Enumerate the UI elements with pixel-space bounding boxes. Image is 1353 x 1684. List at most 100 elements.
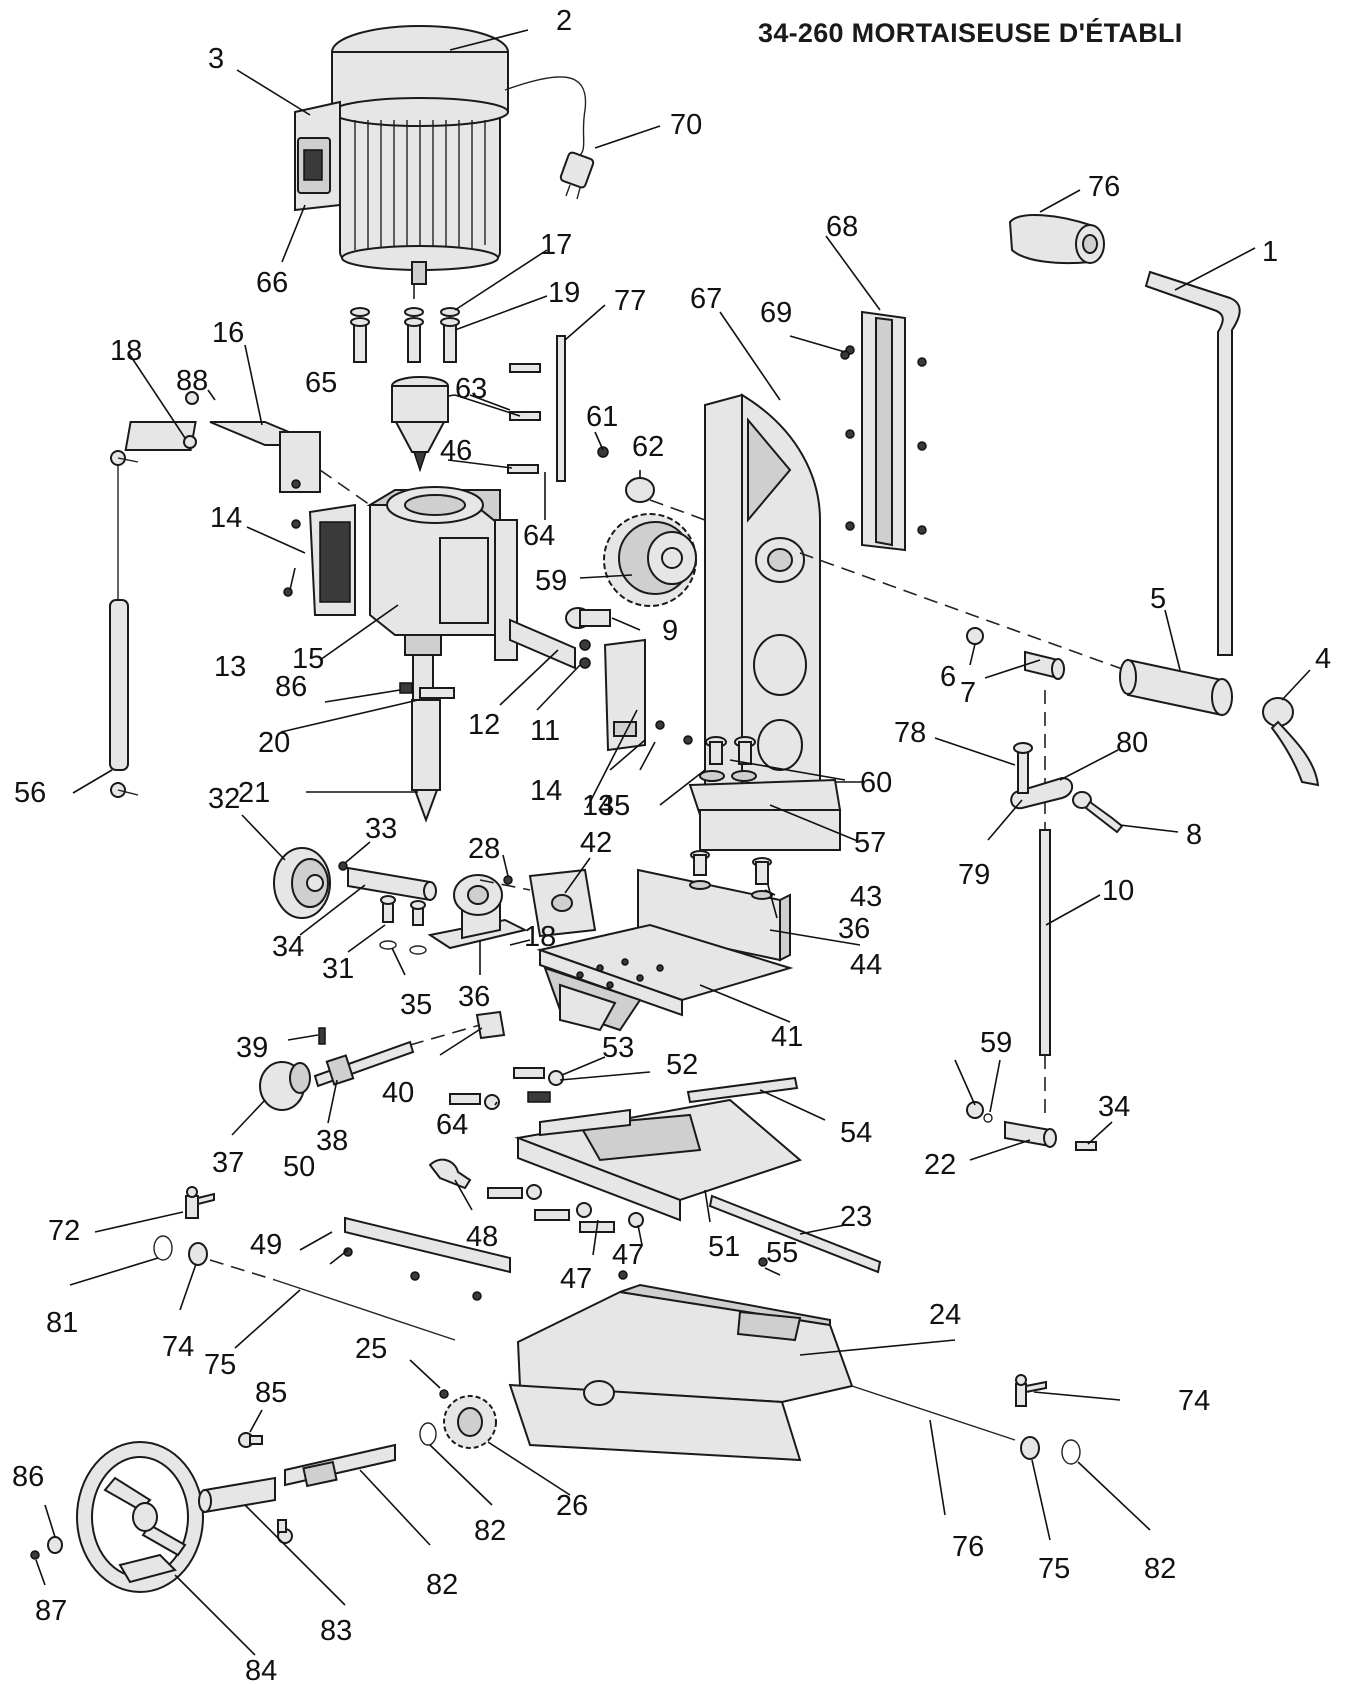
- callout-25: 24: [929, 1299, 961, 1331]
- callout-14a: 14: [210, 502, 242, 534]
- callout-76a: 75: [204, 1349, 236, 1381]
- cover-plate-left: [308, 503, 356, 616]
- callout-86a: 85: [255, 1377, 287, 1409]
- callout-49: 48: [466, 1221, 498, 1253]
- screw-shaft-39: [313, 1040, 415, 1088]
- callout-63: 62: [632, 431, 664, 463]
- gear-28: [443, 1395, 497, 1449]
- pin-7: [1024, 650, 1065, 680]
- lever-knob-77: [1008, 213, 1105, 265]
- callout-83: 82: [426, 1569, 458, 1601]
- callout-67: 66: [256, 267, 288, 299]
- stop-block-81: [1010, 742, 1074, 810]
- callout-15: 15: [292, 643, 324, 675]
- callout-50: 49: [250, 1229, 282, 1261]
- pins-54-53: [449, 1067, 564, 1110]
- screw-89: [185, 391, 199, 405]
- table-42: [536, 923, 794, 1032]
- gas-spring: [109, 450, 139, 798]
- hub-84: [198, 1476, 276, 1514]
- callout-59a: 57: [854, 827, 886, 859]
- callout-68: 67: [690, 283, 722, 315]
- callout-21: 21: [238, 777, 270, 809]
- callout-28: 26: [556, 1490, 588, 1522]
- shaft-76-right: [851, 1385, 1016, 1441]
- callout-45: 44: [850, 949, 882, 981]
- callout-13a: 13: [214, 651, 246, 683]
- callout-51: 50: [283, 1151, 315, 1183]
- callout-13b: 13: [582, 790, 614, 822]
- diagram-title: 34-260 MORTAISEUSE D'ÉTABLI: [758, 18, 1183, 48]
- callout-18a: 18: [110, 335, 142, 367]
- callout-4: 4: [1315, 643, 1331, 675]
- callout-74a: 72: [48, 1215, 80, 1247]
- handle-lever-1: [1144, 270, 1241, 656]
- callout-48: 47: [612, 1239, 644, 1271]
- callout-34a: 33: [365, 813, 397, 845]
- limit-bracket: [509, 618, 591, 670]
- handwheel-85: [76, 1441, 204, 1593]
- callout-9: 9: [662, 615, 678, 647]
- handle-4: [1262, 697, 1320, 787]
- callout-60: 59: [535, 565, 567, 597]
- rod-10: [1039, 829, 1051, 1056]
- column-bolts: [655, 720, 757, 782]
- screws-86: [238, 1432, 293, 1544]
- callout-labels: 1 2 3 4 5 6 7 8 9 10 11 12 13 13 14 14 1…: [12, 5, 1331, 1684]
- ring-82-right: [1061, 1439, 1081, 1465]
- strip-51: [343, 1216, 511, 1301]
- callout-34b: 34: [1098, 1091, 1130, 1123]
- callout-66: 65: [305, 367, 337, 399]
- callout-59b: 59: [980, 1027, 1012, 1059]
- column-68: [688, 393, 842, 851]
- motor: [331, 25, 509, 285]
- callout-32: 31: [322, 953, 354, 985]
- callout-55: 54: [840, 1117, 872, 1149]
- callout-33: 32: [208, 783, 240, 815]
- chuck: [391, 376, 449, 473]
- callout-11: 11: [530, 715, 560, 747]
- block-41: [475, 1010, 506, 1040]
- shaft-83: [284, 1443, 396, 1488]
- callout-70: 69: [760, 297, 792, 329]
- pin-40: [318, 1027, 326, 1045]
- callout-62: 61: [586, 401, 618, 433]
- callout-18b: 18: [524, 921, 556, 953]
- callout-75a: 74: [162, 1331, 194, 1363]
- callout-6: 6: [940, 661, 956, 693]
- screw-18: [183, 435, 197, 449]
- pin-22: [1004, 1120, 1057, 1148]
- callout-53: 52: [666, 1049, 698, 1081]
- callout-85: 84: [245, 1655, 277, 1684]
- leader-lines: [35, 29, 1311, 1656]
- shaft-76-left: [274, 1279, 456, 1341]
- hold-down-37: [427, 874, 528, 950]
- nut-6: [966, 627, 984, 645]
- ring-59: [983, 1113, 993, 1123]
- callout-24: 23: [840, 1201, 872, 1233]
- callout-87: 86: [12, 1461, 44, 1493]
- handle-8: [1072, 791, 1124, 834]
- head-casting: [366, 486, 518, 701]
- screw-62: [597, 446, 609, 458]
- setscrew-26: [439, 1389, 449, 1399]
- callout-88: 87: [35, 1595, 67, 1627]
- bracket-16: [124, 421, 371, 506]
- shaft-35: [347, 866, 437, 902]
- screw-70: [840, 350, 850, 360]
- callout-86b: 86: [275, 671, 307, 703]
- pinion-gear-60: [603, 513, 697, 607]
- callout-7: 7: [960, 677, 976, 709]
- callout-82c: 82: [1144, 1553, 1176, 1585]
- strip-24: [708, 1194, 882, 1274]
- lock-handle-74-right: [1015, 1374, 1047, 1407]
- callout-1: 1: [1262, 236, 1278, 268]
- knob-33: [273, 847, 331, 919]
- rack-69: [845, 310, 927, 552]
- ring-82-gear: [419, 1422, 437, 1446]
- screws-32: [380, 895, 426, 926]
- callout-22: 22: [924, 1149, 956, 1181]
- callout-80: 79: [958, 859, 990, 891]
- callout-64a: 63: [455, 373, 487, 405]
